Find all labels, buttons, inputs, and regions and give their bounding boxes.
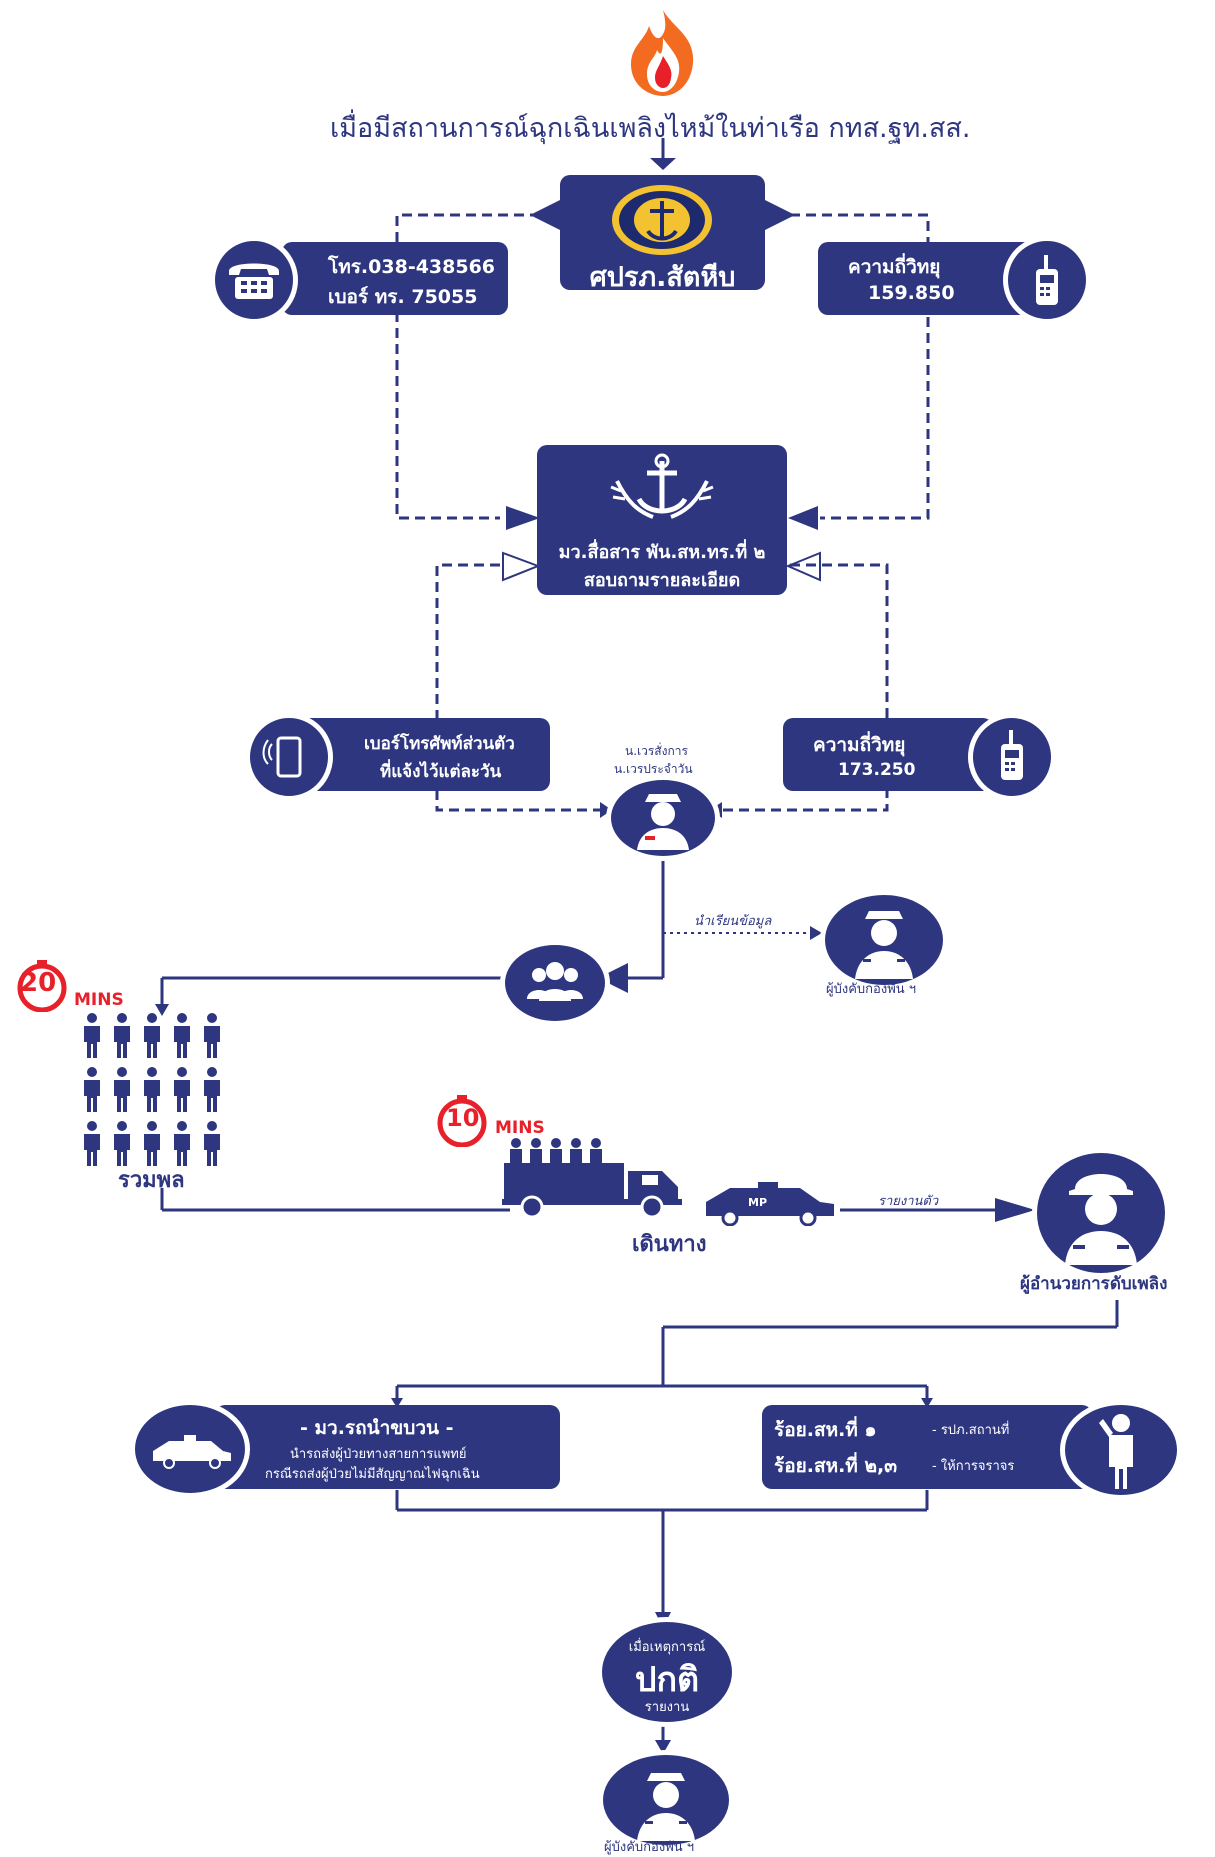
radio-box-top: ความถี่วิทยุ 159.850 xyxy=(818,242,1038,315)
mp-car-icon xyxy=(700,1180,840,1227)
page-title: เมื่อมีสถานการณ์ฉุกเฉินเพลิงไหม้ในท่าเรื… xyxy=(330,113,971,144)
duty-officer-label1: น.เวรสั่งการ xyxy=(625,744,688,758)
battalion-commander-icon xyxy=(820,890,948,990)
report-info-label: นำเรียนข้อมูล xyxy=(694,914,772,929)
radio-top-line1: ความถี่วิทยุ xyxy=(848,256,941,278)
mobile-box: เบอร์โทรศัพท์ส่วนตัว ที่แจ้งไว้แต่ละวัน xyxy=(300,718,550,791)
mobile-phone-icon xyxy=(245,713,333,801)
normal-main: ปกติ xyxy=(634,1660,700,1700)
command-center-box: ศปรภ.สัตหีบ xyxy=(560,175,765,293)
signal-platoon-box: มว.สื่อสาร พัน.สห.ทร.ที่ ๒ สอบถามรายละเอ… xyxy=(537,445,787,595)
report-arrow-label: รายงานตัว xyxy=(878,1194,939,1209)
naval-base-emblem xyxy=(610,183,714,257)
signal-platoon-line2: สอบถามรายละเอียด xyxy=(583,570,741,591)
signal-platoon-line1: มว.สื่อสาร พัน.สห.ทร.ที่ ๒ xyxy=(558,542,766,563)
normal-bottom: รายงาน xyxy=(644,1700,690,1715)
company-row1-note: - รปภ.สถานที่ xyxy=(932,1423,1010,1438)
timer-20-icon xyxy=(10,960,80,1013)
company-row2-main: ร้อย.สห.ที่ ๒,๓ xyxy=(774,1455,898,1477)
fire-commander-label: ผู้อำนวยการดับเพลิง xyxy=(1020,1274,1168,1294)
radio-mid-line2: 173.250 xyxy=(838,760,916,780)
company-row2-note: - ให้การจราจร xyxy=(932,1459,1015,1474)
normal-status-circle: เมื่อเหตุการณ์ ปกติ รายงาน xyxy=(597,1617,737,1727)
fire-commander-icon xyxy=(1032,1148,1170,1278)
final-commander-icon xyxy=(598,1750,734,1850)
phone-line1: โทร.038-438566 xyxy=(328,256,496,278)
radio-icon xyxy=(1003,236,1091,324)
assemble-label: รวมพล xyxy=(118,1168,185,1193)
convoy-line1: นำรถส่งผู้ป่วยทางสายการแพทย์ xyxy=(290,1447,467,1462)
final-commander-label: ผู้บังคับกองพัน ฯ xyxy=(604,1840,695,1855)
saluting-soldier-icon xyxy=(1060,1400,1182,1500)
convoy-box: - มว.รถนำขบวน - นำรถส่งผู้ป่วยทางสายการแ… xyxy=(215,1405,560,1489)
timer-10-icon xyxy=(428,1095,498,1148)
travel-label: เดินทาง xyxy=(632,1232,707,1257)
radio-mid-line1: ความถี่วิทยุ xyxy=(813,734,906,756)
company-row1-main: ร้อย.สห.ที่ ๑ xyxy=(774,1419,877,1441)
radio-top-line2: 159.850 xyxy=(868,282,955,304)
convoy-line2: กรณีรถส่งผู้ป่วยไม่มีสัญญาณไฟฉุกเฉิน xyxy=(265,1467,480,1482)
normal-top: เมื่อเหตุการณ์ xyxy=(628,1640,706,1655)
company-box: ร้อย.สห.ที่ ๑ - รปภ.สถานที่ ร้อย.สห.ที่ … xyxy=(762,1405,1092,1489)
timer-20-unit: MINS xyxy=(74,990,124,1010)
phone-line2: เบอร์ ทร. 75055 xyxy=(328,286,478,308)
command-center-name: ศปรภ.สัตหีบ xyxy=(589,262,736,293)
timer-10-unit: MINS xyxy=(495,1118,545,1138)
radio-box-mid: ความถี่วิทยุ 173.250 xyxy=(783,718,993,791)
telephone-icon xyxy=(210,236,298,324)
convoy-title: - มว.รถนำขบวน - xyxy=(300,1417,454,1439)
timer-10-value: 10 xyxy=(446,1104,480,1132)
troops-grid xyxy=(80,1012,236,1172)
navy-emblem xyxy=(607,451,717,529)
truck-icon xyxy=(502,1135,692,1220)
battalion-commander-label: ผู้บังคับกองพัน ฯ xyxy=(826,982,917,997)
duty-officer-label2: น.เวรประจำวัน xyxy=(614,762,693,776)
mobile-line2: ที่แจ้งไว้แต่ละวัน xyxy=(380,762,502,782)
convoy-car-icon xyxy=(130,1400,250,1498)
mobile-line1: เบอร์โทรศัพท์ส่วนตัว xyxy=(364,734,515,754)
timer-20-value: 20 xyxy=(20,968,57,998)
fire-icon xyxy=(615,8,711,98)
group-icon xyxy=(500,940,610,1026)
officer-icon xyxy=(606,775,720,861)
phone-box: โทร.038-438566 เบอร์ ทร. 75055 xyxy=(282,242,508,315)
mp-car-badge: MP xyxy=(748,1196,768,1209)
radio-icon-mid xyxy=(968,713,1056,801)
